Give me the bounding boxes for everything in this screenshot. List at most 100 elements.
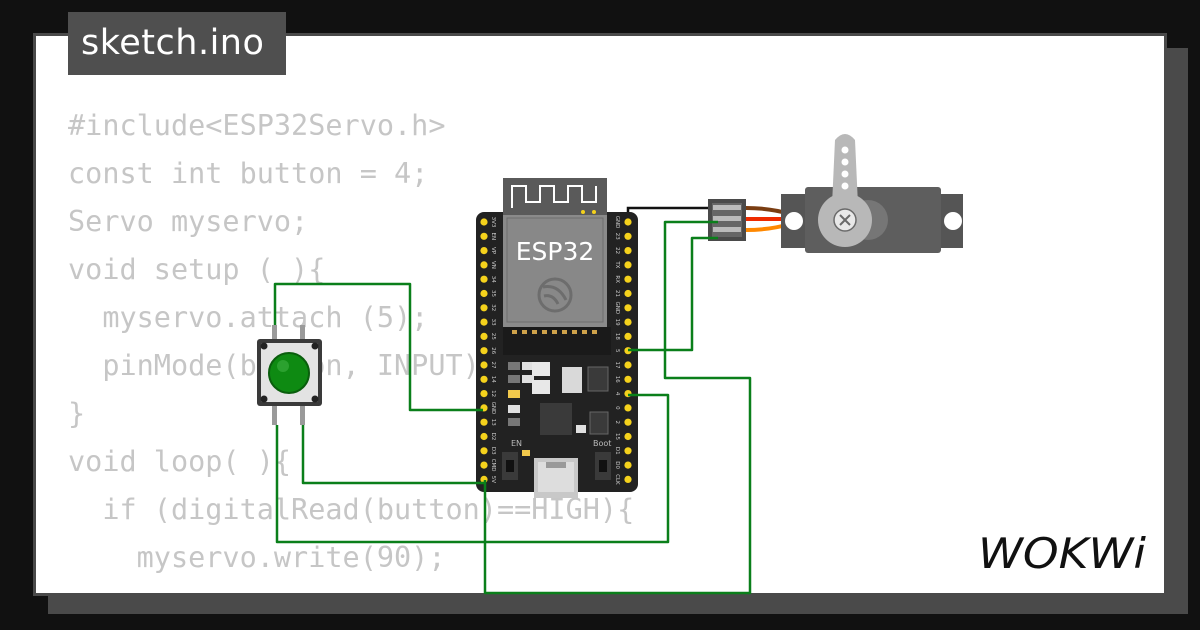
wire-button-to-gnd[interactable]	[273, 282, 483, 412]
pin-label: 35	[490, 290, 496, 297]
pin-hole[interactable]	[480, 447, 488, 455]
code-line: }	[68, 589, 119, 593]
pin-label: 23	[614, 233, 620, 240]
en-button[interactable]	[502, 452, 518, 480]
servo-horn[interactable]	[818, 134, 872, 247]
button-cap	[268, 352, 310, 394]
pin-hole[interactable]	[624, 447, 632, 455]
pin-label: 32	[490, 304, 496, 311]
pin-label: D3	[490, 447, 496, 455]
code-line: myservo.write(90);	[68, 541, 446, 574]
pin-label: 17	[614, 362, 620, 369]
pin-hole[interactable]	[624, 218, 632, 226]
pin-label: 26	[490, 347, 496, 354]
pin-label: VP	[490, 247, 496, 255]
pin-hole[interactable]	[624, 404, 632, 412]
esp32-board[interactable]: ESP32 EN Boot	[476, 178, 638, 498]
code-block: #include<ESP32Servo.h> const int button …	[68, 102, 635, 593]
espressif-logo-icon	[537, 277, 573, 313]
pin-hole[interactable]	[480, 232, 488, 240]
pin-label: CMD	[490, 459, 496, 472]
wire-servo-signal[interactable]	[628, 236, 718, 352]
left-pin-header: 3V3ENVPVN343532332526271412GND13D2D3CMD5…	[480, 217, 496, 483]
wire-button-to-pin4[interactable]	[275, 393, 670, 544]
pin-hole[interactable]	[624, 318, 632, 326]
pin-hole[interactable]	[624, 304, 632, 312]
wire-servo-vcc[interactable]	[483, 220, 752, 595]
pin-label: 15	[614, 433, 620, 440]
pin-hole[interactable]	[480, 318, 488, 326]
pin-hole[interactable]	[480, 390, 488, 398]
pin-hole[interactable]	[480, 275, 488, 283]
pin-hole[interactable]	[624, 289, 632, 298]
pin-hole[interactable]	[480, 347, 488, 355]
pin-hole[interactable]	[624, 375, 632, 383]
pin-hole[interactable]	[624, 432, 632, 441]
pin-label: D2	[490, 433, 496, 441]
pin-label: 4	[614, 392, 620, 396]
wokwi-logo-text: WOKWi	[978, 529, 1146, 576]
pin-label: 0	[614, 406, 620, 410]
pin-label: D0	[614, 461, 620, 469]
pin-label: 18	[614, 333, 620, 340]
pin-hole[interactable]	[624, 247, 632, 255]
pin-hole[interactable]	[624, 418, 632, 426]
pin-label: D1	[614, 447, 620, 455]
pin-hole[interactable]	[480, 304, 488, 312]
code-line: #include<ESP32Servo.h>	[68, 109, 446, 142]
pin-label: 21	[614, 290, 620, 297]
servo-connector	[708, 199, 746, 241]
code-line: }	[68, 397, 86, 430]
boot-label: Boot	[593, 439, 611, 448]
code-line: Servo myservo;	[68, 205, 309, 238]
pin-label: 22	[614, 247, 620, 254]
pin-hole[interactable]	[624, 361, 632, 369]
pin-label: 12	[490, 390, 496, 397]
pin-label: EN	[490, 233, 496, 241]
code-line: void setup ( ){	[68, 253, 326, 286]
pin-hole[interactable]	[624, 332, 632, 340]
pin-label: 16	[614, 376, 620, 383]
pin-hole[interactable]	[480, 289, 488, 298]
pin-label: GND	[614, 301, 620, 314]
pin-hole[interactable]	[480, 218, 488, 226]
pin-label: 2	[614, 420, 620, 424]
pin-hole[interactable]	[624, 275, 632, 283]
chip-label: ESP32	[516, 237, 595, 266]
wire-button-to-5v[interactable]	[301, 425, 484, 485]
code-line: if (digitalRead(button)==HIGH){	[68, 493, 635, 526]
code-line: void loop( ){	[68, 445, 292, 478]
pin-hole[interactable]	[480, 418, 488, 426]
pin-hole[interactable]	[480, 261, 488, 269]
servo-motor[interactable]	[781, 134, 963, 253]
code-line: const int button = 4;	[68, 157, 429, 190]
pin-hole[interactable]	[480, 332, 488, 340]
pin-hole[interactable]	[480, 247, 488, 255]
wokwi-logo-icon: WOKWi	[978, 529, 1146, 576]
pin-label: 33	[490, 319, 496, 326]
pushbutton[interactable]	[257, 325, 322, 425]
boot-button[interactable]	[595, 452, 611, 480]
en-label: EN	[511, 439, 522, 448]
pin-hole[interactable]	[480, 375, 488, 383]
pin-hole[interactable]	[624, 475, 632, 483]
pin-label: 14	[490, 376, 496, 383]
pin-label: 34	[490, 276, 496, 283]
pin-label: RX	[614, 275, 620, 283]
pin-hole[interactable]	[624, 261, 632, 269]
pin-hole[interactable]	[624, 232, 632, 240]
pin-label: 13	[490, 419, 496, 426]
pin-label: 27	[490, 362, 496, 369]
pin-label: 5V	[490, 476, 496, 483]
pin-label: 25	[490, 333, 496, 340]
file-tab[interactable]: sketch.ino	[68, 12, 286, 75]
pin-hole[interactable]	[480, 461, 488, 469]
pin-hole[interactable]	[480, 361, 488, 369]
usb-port	[534, 458, 578, 498]
servo-wire-black[interactable]	[626, 206, 718, 222]
pin-hole[interactable]	[624, 461, 632, 469]
pin-label: 19	[614, 319, 620, 326]
pin-hole[interactable]	[480, 432, 488, 441]
